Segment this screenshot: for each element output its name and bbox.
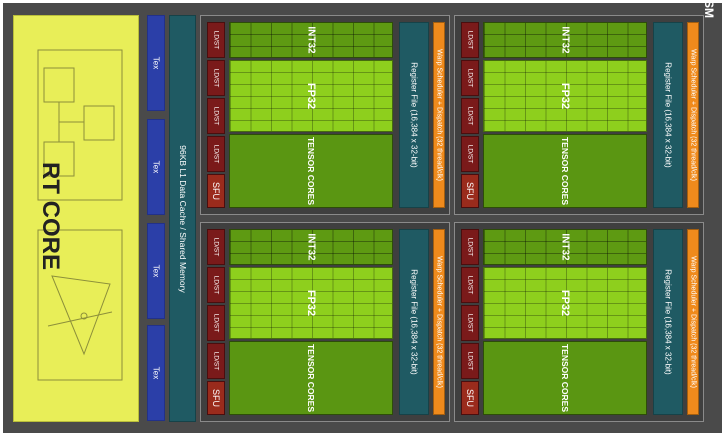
ldst-label: LD/ST [466,351,474,371]
register-file-label: Register File (16,384 x 32-bit) [663,62,673,168]
int32-label: INT32 [305,26,317,54]
int32-label: INT32 [559,26,571,54]
warp-scheduler: Warp Scheduler + Dispatch (32 thread/clk… [433,229,445,415]
int32-cores: INT32 [229,22,393,58]
processing-block: LD/ST LD/ST LD/ST LD/ST SFU INT32 FP32 T… [200,15,450,215]
int32-label: INT32 [559,233,571,261]
warp-scheduler: Warp Scheduler + Dispatch (32 thread/clk… [687,229,699,415]
fp32-label: FP32 [559,82,571,110]
ldst-label: LD/ST [466,106,474,126]
tex-unit: Tex [147,223,165,319]
ldst-label: LD/ST [212,275,220,295]
sfu-unit: SFU [207,381,225,415]
fp32-cores: FP32 [229,267,393,339]
fp32-cores: FP32 [229,60,393,132]
int32-cores: INT32 [229,229,393,265]
sfu-label: SFU [465,389,475,407]
fp32-label: FP32 [559,289,571,317]
sfu-label: SFU [211,389,221,407]
tensor-label: TENSOR CORES [560,343,570,413]
tensor-cores: TENSOR CORES [483,134,647,208]
tensor-label: TENSOR CORES [306,343,316,413]
streaming-multiprocessor: SM RT CORE Tex Tex Tex Tex 96KB L1 Data … [3,0,722,433]
l1-data-cache: 96KB L1 Data Cache / Shared Memory [169,15,196,422]
ldst-label: LD/ST [212,144,220,164]
register-file: Register File (16,384 x 32-bit) [653,22,683,208]
rt-core-label: RT CORE [37,162,64,270]
ldst-label: LD/ST [212,237,220,257]
ldst-unit: LD/ST [207,229,225,265]
ldst-unit: LD/ST [461,229,479,265]
ldst-unit: LD/ST [461,22,479,58]
register-file: Register File (16,384 x 32-bit) [399,22,429,208]
warp-scheduler-label: Warp Scheduler + Dispatch (32 thread/clk… [689,49,697,181]
tex-label: Tex [151,56,161,70]
tex-label: Tex [151,366,161,380]
ldst-label: LD/ST [212,30,220,50]
sfu-label: SFU [465,182,475,200]
tex-label: Tex [151,264,161,278]
tex-unit: Tex [147,325,165,421]
ldst-label: LD/ST [466,275,474,295]
tensor-cores: TENSOR CORES [229,134,393,208]
sfu-unit: SFU [207,174,225,208]
fp32-cores: FP32 [483,60,647,132]
ldst-label: LD/ST [466,237,474,257]
ldst-label: LD/ST [466,30,474,50]
warp-scheduler-label: Warp Scheduler + Dispatch (32 thread/clk… [435,256,443,388]
int32-cores: INT32 [483,229,647,265]
warp-scheduler: Warp Scheduler + Dispatch (32 thread/clk… [687,22,699,208]
tensor-cores: TENSOR CORES [229,341,393,415]
ldst-unit: LD/ST [461,343,479,379]
warp-scheduler: Warp Scheduler + Dispatch (32 thread/clk… [433,22,445,208]
ldst-unit: LD/ST [207,267,225,303]
register-file-label: Register File (16,384 x 32-bit) [409,62,419,168]
sfu-unit: SFU [461,381,479,415]
register-file-label: Register File (16,384 x 32-bit) [663,269,673,375]
register-file: Register File (16,384 x 32-bit) [399,229,429,415]
tex-label: Tex [151,160,161,174]
sfu-unit: SFU [461,174,479,208]
int32-label: INT32 [305,233,317,261]
ldst-label: LD/ST [466,313,474,333]
ldst-unit: LD/ST [461,98,479,134]
l1-cache-label: 96KB L1 Data Cache / Shared Memory [177,144,188,293]
ldst-label: LD/ST [212,68,220,88]
rt-core: RT CORE [13,15,139,422]
ldst-unit: LD/ST [461,267,479,303]
fp32-cores: FP32 [483,267,647,339]
ldst-label: LD/ST [212,313,220,333]
processing-block: LD/ST LD/ST LD/ST LD/ST SFU INT32 FP32 T… [454,15,704,215]
register-file-label: Register File (16,384 x 32-bit) [409,269,419,375]
ldst-unit: LD/ST [207,136,225,172]
sfu-label: SFU [211,182,221,200]
ldst-unit: LD/ST [207,98,225,134]
ldst-label: LD/ST [466,144,474,164]
ldst-unit: LD/ST [461,136,479,172]
sm-label: SM [702,0,716,18]
processing-block: LD/ST LD/ST LD/ST LD/ST SFU INT32 FP32 T… [200,222,450,422]
ldst-label: LD/ST [466,68,474,88]
processing-block: LD/ST LD/ST LD/ST LD/ST SFU INT32 FP32 T… [454,222,704,422]
ldst-unit: LD/ST [207,60,225,96]
tensor-label: TENSOR CORES [560,136,570,206]
ldst-label: LD/ST [212,351,220,371]
tensor-cores: TENSOR CORES [483,341,647,415]
tex-unit: Tex [147,119,165,215]
tensor-label: TENSOR CORES [306,136,316,206]
ldst-label: LD/ST [212,106,220,126]
fp32-label: FP32 [305,82,317,110]
register-file: Register File (16,384 x 32-bit) [653,229,683,415]
ldst-unit: LD/ST [207,305,225,341]
int32-cores: INT32 [483,22,647,58]
ldst-unit: LD/ST [207,22,225,58]
fp32-label: FP32 [305,289,317,317]
warp-scheduler-label: Warp Scheduler + Dispatch (32 thread/clk… [435,49,443,181]
warp-scheduler-label: Warp Scheduler + Dispatch (32 thread/clk… [689,256,697,388]
ldst-unit: LD/ST [461,60,479,96]
tex-unit: Tex [147,15,165,111]
ldst-unit: LD/ST [207,343,225,379]
ldst-unit: LD/ST [461,305,479,341]
rt-core-diagram-icon [37,49,123,381]
